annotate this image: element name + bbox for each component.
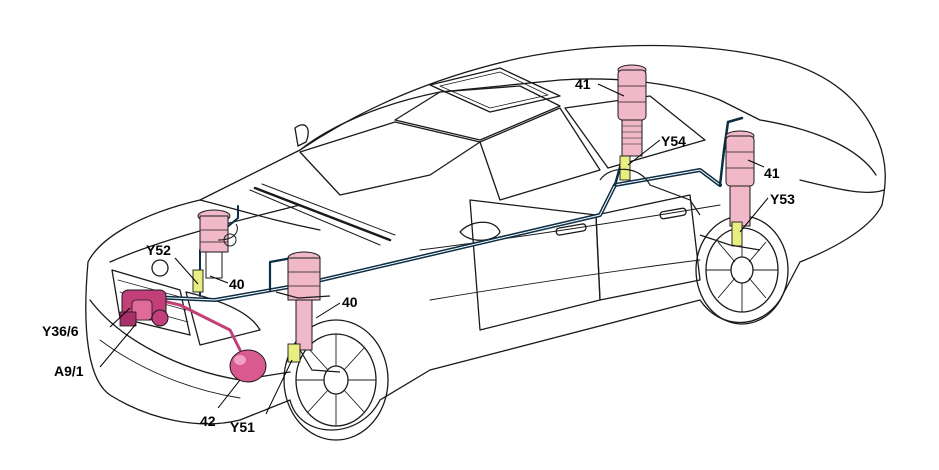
sunroof	[429, 67, 561, 113]
rear-left-air-strut	[599, 64, 701, 216]
label-y54: Y54	[661, 133, 686, 149]
label-a9-1: A9/1	[54, 363, 84, 379]
hood-emblem	[151, 259, 169, 277]
rear-right-air-strut	[699, 130, 761, 251]
level-valve-y51	[287, 343, 301, 363]
air-lines	[126, 66, 744, 352]
front-grille	[111, 269, 191, 336]
label-40-front-left: 40	[229, 276, 245, 292]
front-left-air-strut	[192, 209, 238, 293]
callout-leaders	[99, 83, 769, 415]
label-y36-6: Y36/6	[42, 323, 79, 339]
label-42: 42	[200, 413, 216, 429]
compressor-unit	[119, 289, 169, 327]
label-41-rear-right: 41	[764, 165, 780, 181]
label-y51: Y51	[230, 419, 255, 435]
label-y53: Y53	[770, 191, 795, 207]
label-y52: Y52	[146, 242, 171, 258]
door-handle-rear	[659, 207, 687, 220]
level-valve-y53	[731, 221, 743, 247]
side-mirror	[459, 221, 501, 241]
door-handle-front	[555, 223, 587, 236]
level-valve-y52	[192, 269, 204, 293]
level-valve-y54	[619, 155, 631, 181]
label-40-front-right: 40	[342, 294, 358, 310]
front-right-air-strut	[275, 251, 341, 373]
front-wheel	[283, 319, 389, 441]
label-41-rear-left: 41	[575, 76, 591, 92]
callout-labels: Y52 40 40 Y36/6 A9/1 42 Y51 41 Y54 41 Y5…	[42, 76, 795, 435]
pressure-reservoir	[229, 349, 267, 383]
